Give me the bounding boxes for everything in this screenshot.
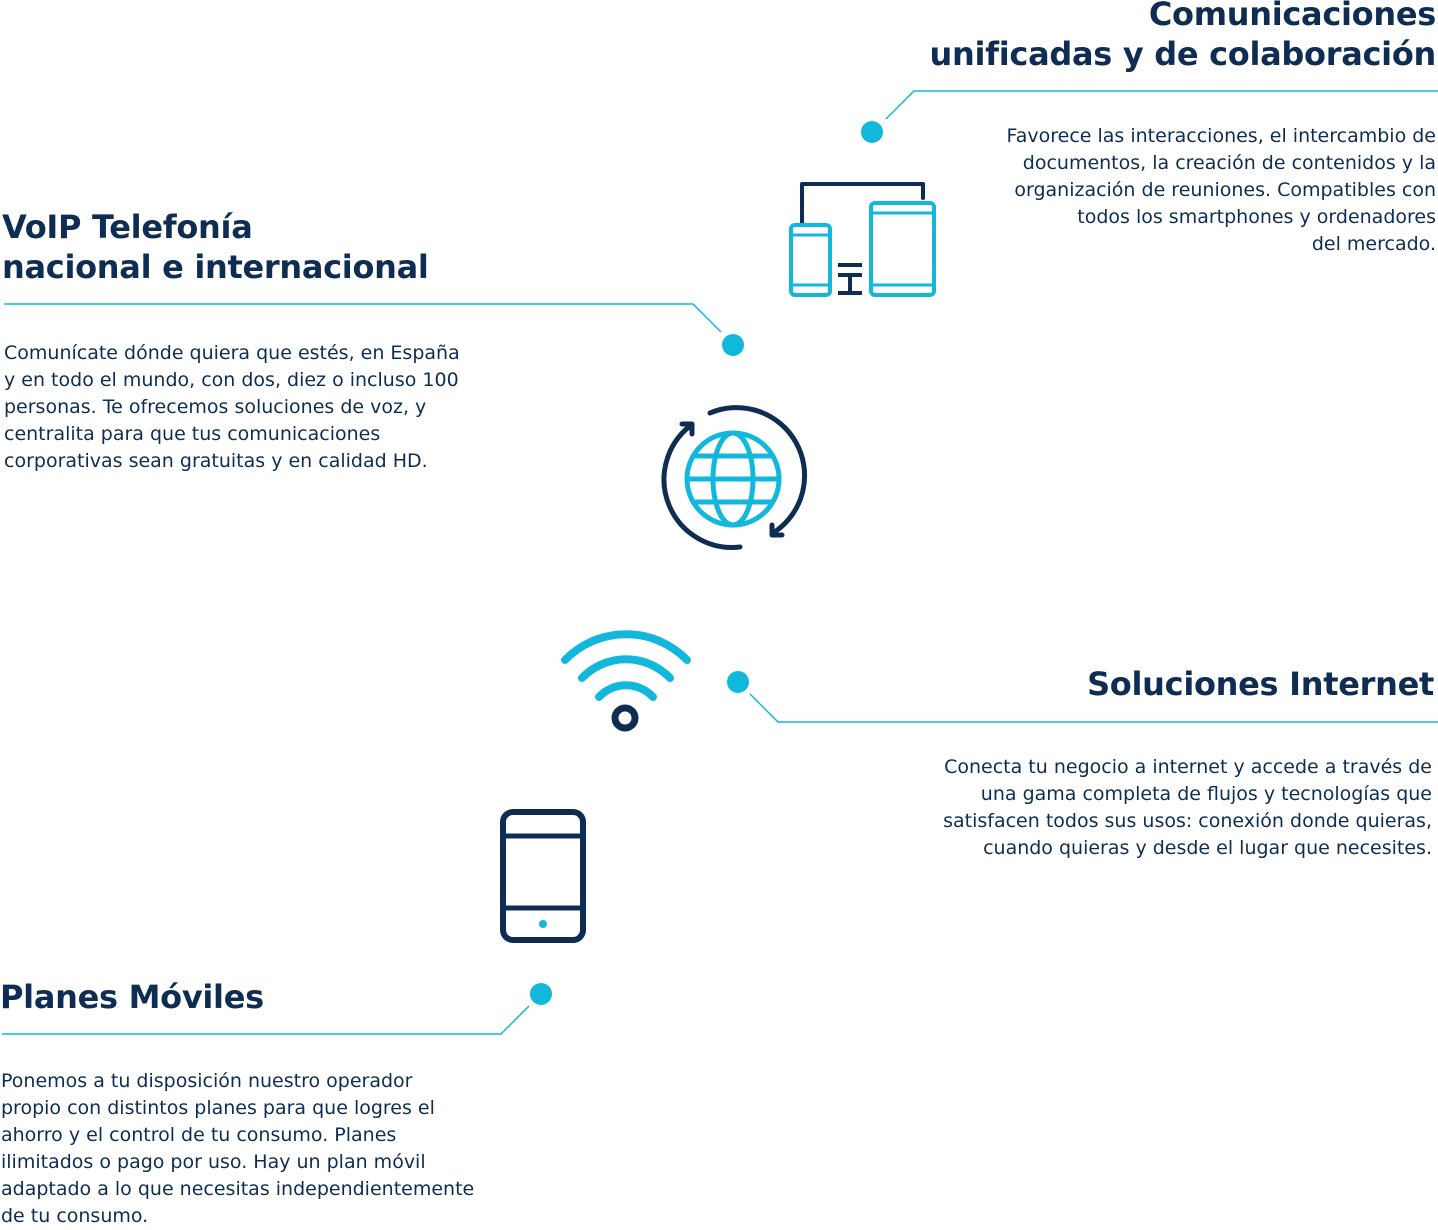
title-comunicaciones-line1: Comunicaciones [1148,0,1436,33]
wifi-icon [561,630,691,732]
desc-line: organización de reuniones. Compatibles c… [1014,179,1436,201]
desc-line: de tu consumo. [1,1205,149,1227]
desc-line: personas. Te ofrecemos soluciones de voz… [4,396,427,418]
title-internet-text: Soluciones Internet [1087,665,1434,703]
desc-moviles: Ponemos a tu disposición nuestro operado… [1,1068,541,1230]
desc-internet: Conecta tu negocio a internet y accede a… [872,754,1432,862]
title-voip-line1: VoIP Telefonía [2,208,253,246]
connector-dot-moviles [530,983,552,1005]
title-voip-line2: nacional e internacional [2,248,429,286]
devices-icon [789,182,936,297]
desc-line: Conecta tu negocio a internet y accede a… [944,756,1432,778]
connector-line-internet [749,693,1438,723]
desc-line: adaptado a lo que necesitas independient… [1,1178,475,1200]
desc-line: y en todo el mundo, con dos, diez o incl… [4,369,459,391]
desc-line: Ponemos a tu disposición nuestro operado… [1,1070,413,1092]
title-moviles: Planes Móviles [0,977,264,1017]
desc-comunicaciones: Favorece las interacciones, el intercamb… [966,123,1436,258]
connector-line-comunicaciones [885,90,1438,120]
desc-line: cuando quieras y desde el lugar que nece… [983,837,1432,859]
desc-line: ahorro y el control de tu consumo. Plane… [1,1124,397,1146]
smartphone-icon [500,809,586,943]
title-internet: Soluciones Internet [1087,664,1434,704]
connector-line-moviles [2,1005,530,1035]
desc-line: todos los smartphones y ordenadores [1077,206,1436,228]
connector-dot-voip [722,334,744,356]
desc-line: documentos, la creación de contenidos y … [1022,152,1436,174]
desc-line: Favorece las interacciones, el intercamb… [1006,125,1436,147]
desc-voip: Comunícate dónde quiera que estés, en Es… [4,340,544,475]
connector-line-voip [4,303,722,333]
desc-line: del mercado. [1311,233,1436,255]
title-comunicaciones-line2: unificadas y de colaboración [929,35,1436,73]
desc-line: una gama completa de flujos y tecnología… [980,783,1432,805]
title-comunicaciones: Comunicaciones unificadas y de colaborac… [929,0,1436,74]
desc-line: centralita para que tus comunicaciones [4,423,381,445]
desc-line: propio con distintos planes para que log… [1,1097,435,1119]
desc-line: corporativas sean gratuitas y en calidad… [4,450,428,472]
desc-line: Comunícate dónde quiera que estés, en Es… [4,342,460,364]
desc-line: ilimitados o pago por uso. Hay un plan m… [1,1151,426,1173]
title-moviles-text: Planes Móviles [0,978,264,1016]
title-voip: VoIP Telefonía nacional e internacional [2,207,429,287]
connector-dot-internet [727,671,749,693]
connector-dot-comunicaciones [861,121,883,143]
desc-line: satisfacen todos sus usos: conexión dond… [943,810,1432,832]
globe-refresh-icon [661,405,808,550]
